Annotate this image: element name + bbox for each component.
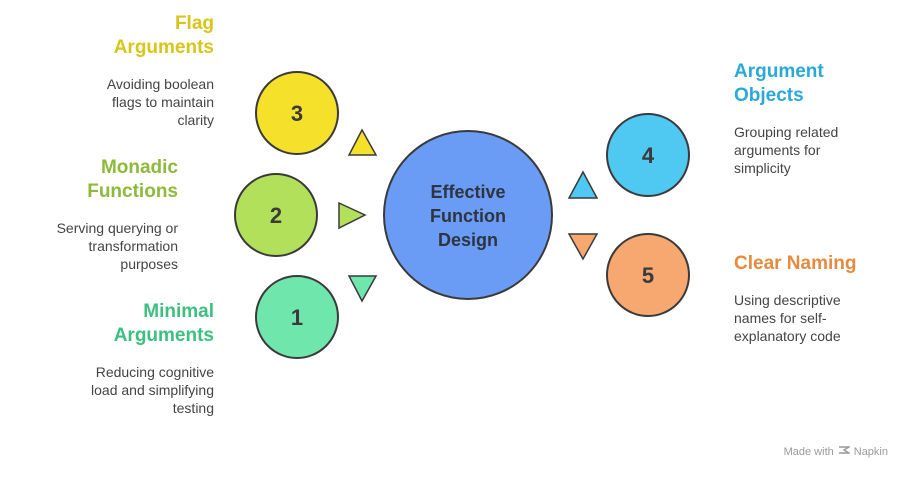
item-desc-5-line1: Using descriptive (734, 292, 841, 308)
item-circle-1 (255, 275, 339, 359)
item-desc-1-line3: testing (172, 400, 214, 416)
item-number-3: 3 (291, 101, 303, 126)
item-number-4: 4 (642, 143, 655, 168)
item-desc-3-line3: clarity (177, 112, 214, 128)
item-desc-5-line3: explanatory code (734, 328, 841, 344)
made-with-label: Made with (783, 445, 834, 458)
item-desc-3-line2: flags to maintain (112, 94, 214, 110)
item-title-4: Argument Objects (734, 60, 824, 108)
item-title-2: Monadic Functions (87, 156, 178, 204)
item-desc-1-line1: Reducing cognitive (95, 364, 214, 380)
item-title-5-line1: Clear Naming (734, 253, 857, 274)
item-desc-4: Grouping related arguments for simplicit… (734, 123, 838, 177)
item-number-1: 1 (291, 305, 303, 330)
item-desc-3: Avoiding boolean flags to maintain clari… (107, 75, 214, 129)
center-label-line2: Function (430, 206, 506, 226)
item-desc-2-line1: Serving querying or (56, 220, 178, 236)
item-title-3-line1: Flag (174, 13, 214, 34)
arrow-2 (338, 201, 367, 230)
item-circle-2 (234, 173, 318, 257)
item-title-4-line2: Objects (734, 85, 804, 106)
item-title-5: Clear Naming (734, 252, 856, 276)
item-title-4-line1: Argument (734, 61, 824, 82)
arrow-5 (567, 233, 599, 261)
item-circle-4 (606, 113, 690, 197)
napkin-logo-icon (838, 445, 852, 458)
center-circle (383, 130, 553, 300)
item-desc-3-line1: Avoiding boolean (106, 76, 214, 92)
item-desc-2-line3: purposes (120, 256, 178, 272)
item-desc-2: Serving querying or transformation purpo… (57, 219, 178, 273)
made-with-napkin-footer[interactable]: Made with Napkin (784, 445, 888, 458)
item-desc-2-line2: transformation (88, 238, 178, 254)
item-title-1: Minimal Arguments (114, 300, 214, 348)
item-title-3: Flag Arguments (114, 12, 214, 60)
item-number-5: 5 (642, 263, 654, 288)
item-circle-5 (606, 233, 690, 317)
item-desc-4-line2: arguments for (734, 142, 821, 158)
item-desc-5: Using descriptive names for self- explan… (734, 291, 841, 345)
item-title-2-line2: Functions (87, 181, 178, 202)
item-circle-3 (255, 71, 339, 155)
item-desc-5-line2: names for self- (734, 310, 827, 326)
item-title-2-line1: Monadic (100, 157, 178, 178)
arrow-1 (347, 275, 378, 303)
item-number-2: 2 (270, 203, 282, 228)
item-title-1-line2: Arguments (113, 325, 214, 346)
item-desc-4-line1: Grouping related (734, 124, 839, 140)
item-title-1-line1: Minimal (143, 301, 214, 322)
center-label-line3: Design (438, 230, 498, 250)
item-title-3-line2: Arguments (113, 37, 214, 58)
napkin-brand: Napkin (853, 445, 888, 458)
center-label-line1: Effective (430, 182, 505, 202)
arrow-4 (567, 170, 599, 199)
item-desc-1: Reducing cognitive load and simplifying … (91, 363, 214, 417)
item-desc-4-line3: simplicity (734, 160, 791, 176)
item-desc-1-line2: load and simplifying (91, 382, 214, 398)
arrow-3 (347, 128, 378, 156)
